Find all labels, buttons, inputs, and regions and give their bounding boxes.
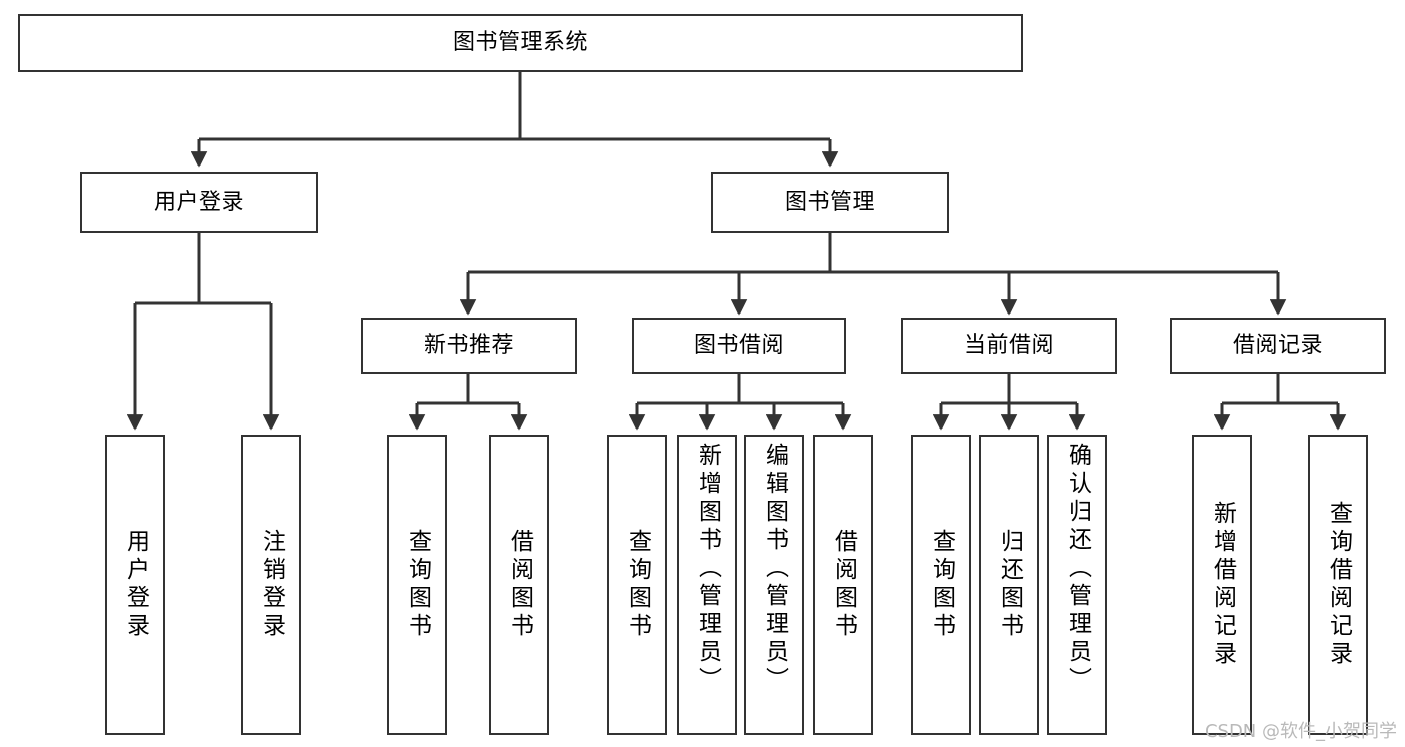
node-user-login-label: 用户登录 — [153, 189, 244, 215]
node-leaf-query-book-3-label: 查询图书 — [928, 529, 955, 641]
node-user-login[interactable]: 用户登录 — [80, 172, 318, 233]
node-leaf-borrow-book-1[interactable]: 借阅图书 — [489, 435, 549, 735]
node-new-book-recommend-label: 新书推荐 — [423, 333, 514, 359]
node-root[interactable]: 图书管理系统 — [18, 14, 1023, 72]
node-leaf-query-book-2-label: 查询图书 — [624, 529, 651, 641]
node-book-manage-label: 图书管理 — [784, 189, 875, 215]
node-leaf-return-book-label: 归还图书 — [996, 529, 1023, 641]
node-leaf-confirm-return-label: 确认归还（管理员） — [1064, 443, 1091, 695]
node-leaf-query-book-3[interactable]: 查询图书 — [911, 435, 971, 735]
node-book-borrow[interactable]: 图书借阅 — [632, 318, 846, 374]
node-leaf-query-book-2[interactable]: 查询图书 — [607, 435, 667, 735]
node-leaf-return-book[interactable]: 归还图书 — [979, 435, 1039, 735]
node-leaf-add-record-label: 新增借阅记录 — [1209, 501, 1236, 669]
node-borrow-record-label: 借阅记录 — [1232, 333, 1323, 359]
node-leaf-logout-login[interactable]: 注销登录 — [241, 435, 301, 735]
node-leaf-query-book-1[interactable]: 查询图书 — [387, 435, 447, 735]
node-leaf-borrow-book-1-label: 借阅图书 — [506, 529, 533, 641]
node-leaf-user-login[interactable]: 用户登录 — [105, 435, 165, 735]
node-borrow-record[interactable]: 借阅记录 — [1170, 318, 1386, 374]
watermark-text: CSDN @软件_小贺同学 — [1204, 721, 1397, 742]
node-leaf-confirm-return[interactable]: 确认归还（管理员） — [1047, 435, 1107, 735]
node-leaf-add-book[interactable]: 新增图书（管理员） — [677, 435, 737, 735]
node-current-borrow[interactable]: 当前借阅 — [901, 318, 1117, 374]
node-book-borrow-label: 图书借阅 — [693, 333, 784, 359]
node-leaf-query-book-1-label: 查询图书 — [404, 529, 431, 641]
node-leaf-add-book-label: 新增图书（管理员） — [694, 443, 721, 695]
node-leaf-query-record-label: 查询借阅记录 — [1325, 501, 1352, 669]
node-leaf-user-login-label: 用户登录 — [122, 529, 149, 641]
node-leaf-borrow-book-2[interactable]: 借阅图书 — [813, 435, 873, 735]
node-leaf-query-record[interactable]: 查询借阅记录 — [1308, 435, 1368, 735]
node-root-label: 图书管理系统 — [452, 30, 588, 56]
node-leaf-edit-book[interactable]: 编辑图书（管理员） — [744, 435, 804, 735]
node-leaf-logout-login-label: 注销登录 — [258, 529, 285, 641]
node-current-borrow-label: 当前借阅 — [963, 333, 1054, 359]
node-leaf-edit-book-label: 编辑图书（管理员） — [761, 443, 788, 695]
node-new-book-recommend[interactable]: 新书推荐 — [361, 318, 577, 374]
node-leaf-borrow-book-2-label: 借阅图书 — [830, 529, 857, 641]
node-book-manage[interactable]: 图书管理 — [711, 172, 949, 233]
node-leaf-add-record[interactable]: 新增借阅记录 — [1192, 435, 1252, 735]
